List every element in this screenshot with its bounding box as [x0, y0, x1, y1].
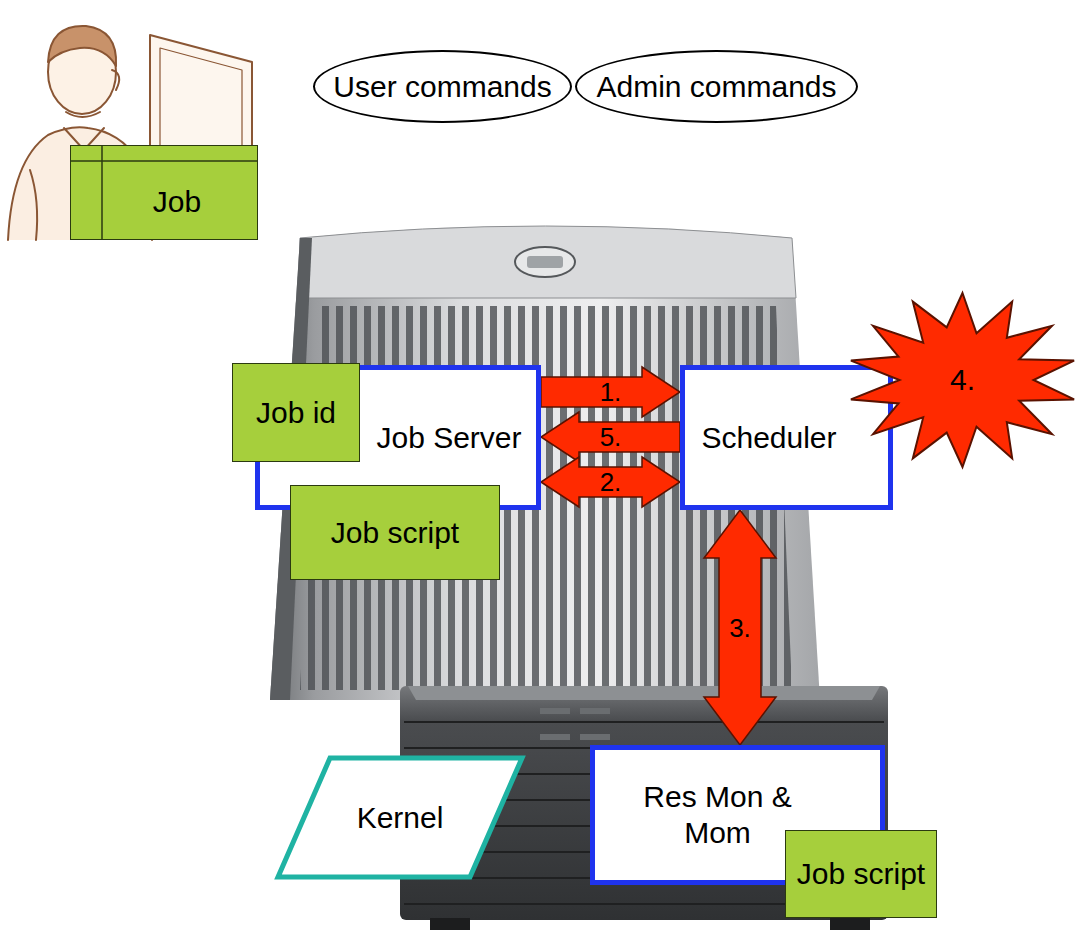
- person-hair: [48, 26, 116, 66]
- node-text: 4.: [950, 362, 975, 398]
- rack-top-edge: [408, 686, 880, 700]
- starburst-shape: [851, 293, 1074, 467]
- job-script-card: Job script: [290, 485, 500, 580]
- scheduler-box: Scheduler: [680, 365, 893, 510]
- block-arrow: [541, 367, 680, 417]
- node-text: Job Server: [376, 420, 521, 456]
- person-ear: [112, 70, 119, 90]
- block-arrow: [541, 412, 680, 462]
- person-arm: [30, 170, 37, 240]
- node-text: Job script: [797, 856, 925, 892]
- node-text: Kernel: [357, 800, 444, 836]
- kernel-parallelogram: Kernel: [275, 755, 525, 880]
- node-text: Job script: [331, 515, 459, 551]
- parallelogram-shape: [278, 758, 522, 877]
- tower-display-window: [527, 256, 563, 268]
- job-id-card: Job id: [232, 363, 360, 462]
- command-ellipse: Admin commands: [575, 50, 858, 123]
- person-chin: [66, 112, 100, 117]
- block-arrow: [704, 510, 776, 745]
- job-card: Job: [70, 145, 258, 240]
- rack-vents: [540, 708, 610, 740]
- command-ellipse: User commands: [313, 50, 572, 123]
- rack-foot: [430, 918, 470, 930]
- step-number: 1.: [600, 378, 622, 407]
- rack-foot: [830, 918, 870, 930]
- step-starburst: 4.: [845, 290, 1080, 470]
- job-script-card: Job script: [785, 830, 937, 918]
- node-text: Job: [153, 184, 201, 220]
- tower-top-panel: [298, 226, 796, 298]
- tower-display: [515, 247, 575, 277]
- node-text: User commands: [333, 69, 551, 105]
- node-text: Job id: [256, 395, 336, 431]
- node-text: Scheduler: [701, 420, 836, 456]
- step-number: 2.: [600, 468, 622, 497]
- step-number: 3.: [729, 613, 751, 642]
- block-arrow: [541, 457, 680, 507]
- card-rule: [101, 145, 103, 240]
- card-rule: [70, 160, 258, 162]
- node-text: Res Mon & Mom: [633, 779, 803, 851]
- node-text: Admin commands: [596, 69, 836, 105]
- step-number: 5.: [600, 423, 622, 452]
